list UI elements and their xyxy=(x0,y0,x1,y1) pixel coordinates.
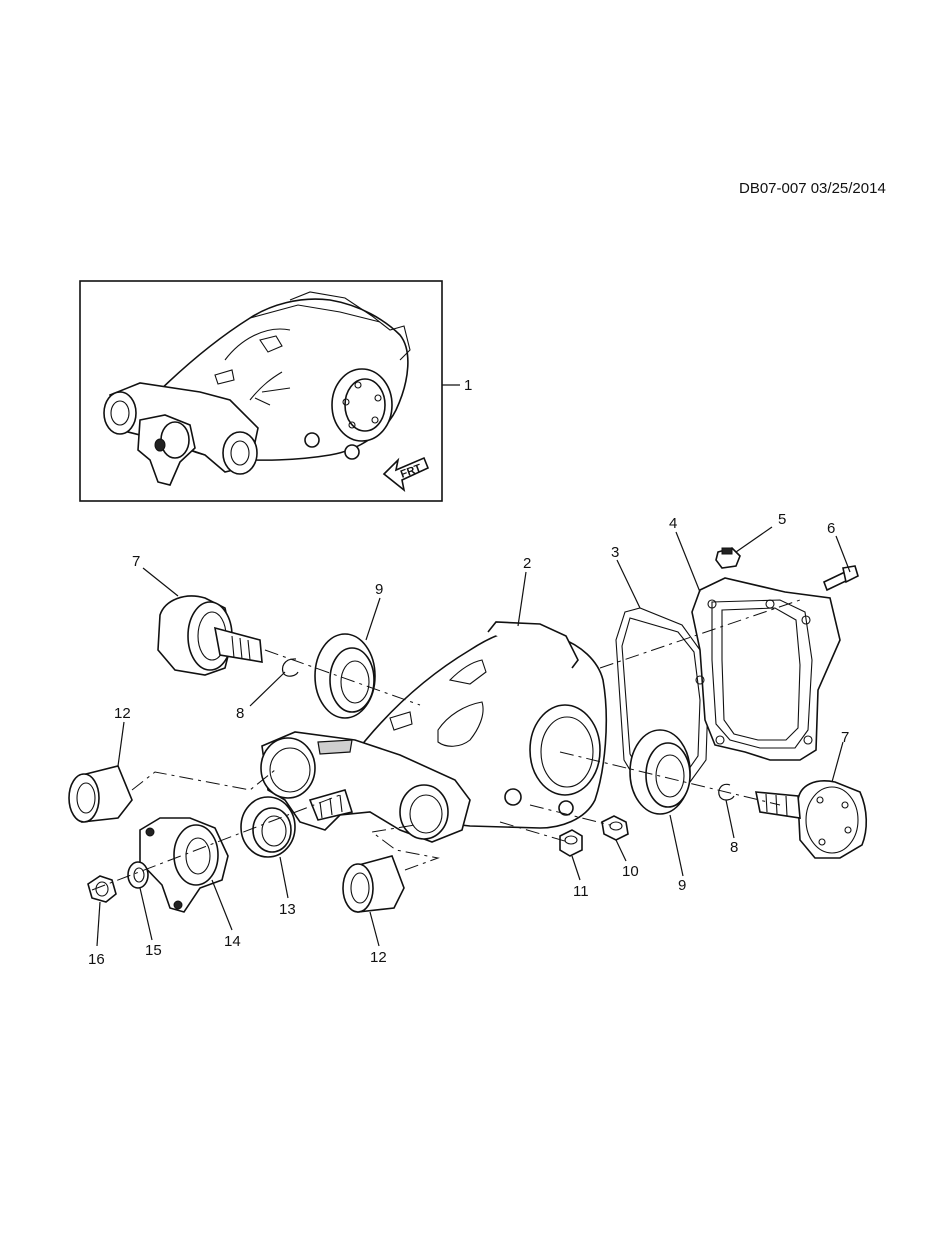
snap-ring-right xyxy=(718,783,735,801)
centerline-right-shaft xyxy=(559,751,781,806)
callout-9-left: 9 xyxy=(375,581,383,598)
snap-ring-left xyxy=(281,658,299,677)
pinion-washer xyxy=(127,861,149,889)
output-shaft-right xyxy=(755,780,868,859)
housing-side-bore xyxy=(529,704,601,796)
callout-10: 10 xyxy=(622,863,639,880)
callout-4: 4 xyxy=(669,515,677,532)
assembly-inset: FRT xyxy=(79,280,460,502)
callout-8-right: 8 xyxy=(730,839,738,856)
output-shaft-left xyxy=(157,595,263,676)
diagram-reference-id: DB07-007 03/25/2014 xyxy=(739,180,886,197)
mount-bushing-right xyxy=(342,855,405,913)
fill-plug xyxy=(715,547,741,569)
pinion-seal xyxy=(240,796,296,858)
inset-bushing-left xyxy=(103,391,137,435)
drain-plug xyxy=(601,815,629,841)
callout-5: 5 xyxy=(778,511,786,528)
centerline-pinion xyxy=(91,794,341,891)
pinion-nut xyxy=(87,875,117,903)
callout-7-left: 7 xyxy=(132,553,140,570)
callout-2: 2 xyxy=(523,555,531,572)
pinion-flange xyxy=(139,817,229,913)
differential-housing xyxy=(260,621,608,843)
callout-11: 11 xyxy=(573,883,589,900)
centerline-bushing-left xyxy=(131,769,276,791)
centerline-plugs xyxy=(499,804,611,843)
callout-9-right: 9 xyxy=(678,877,686,894)
callout-6: 6 xyxy=(827,520,835,537)
centerline-cover xyxy=(599,599,801,669)
centerline-left-shaft xyxy=(264,649,421,706)
callout-14: 14 xyxy=(224,933,241,950)
callout-13: 13 xyxy=(279,901,296,918)
fill-plug-lower xyxy=(559,829,583,857)
differential-cover xyxy=(691,577,841,761)
callout-16: 16 xyxy=(88,951,105,968)
output-seal-right xyxy=(629,729,691,815)
callout-12-left: 12 xyxy=(114,705,131,722)
inset-bushing-right xyxy=(222,431,258,475)
callout-3: 3 xyxy=(611,544,619,561)
mount-bushing-left xyxy=(68,765,133,823)
callout-15: 15 xyxy=(145,942,162,959)
callout-12-right: 12 xyxy=(370,949,387,966)
output-seal-left xyxy=(314,633,376,719)
callout-8-left: 8 xyxy=(236,705,244,722)
cover-bolt xyxy=(822,565,859,592)
callout-7-right: 7 xyxy=(841,729,849,746)
callout-1: 1 xyxy=(464,377,472,394)
